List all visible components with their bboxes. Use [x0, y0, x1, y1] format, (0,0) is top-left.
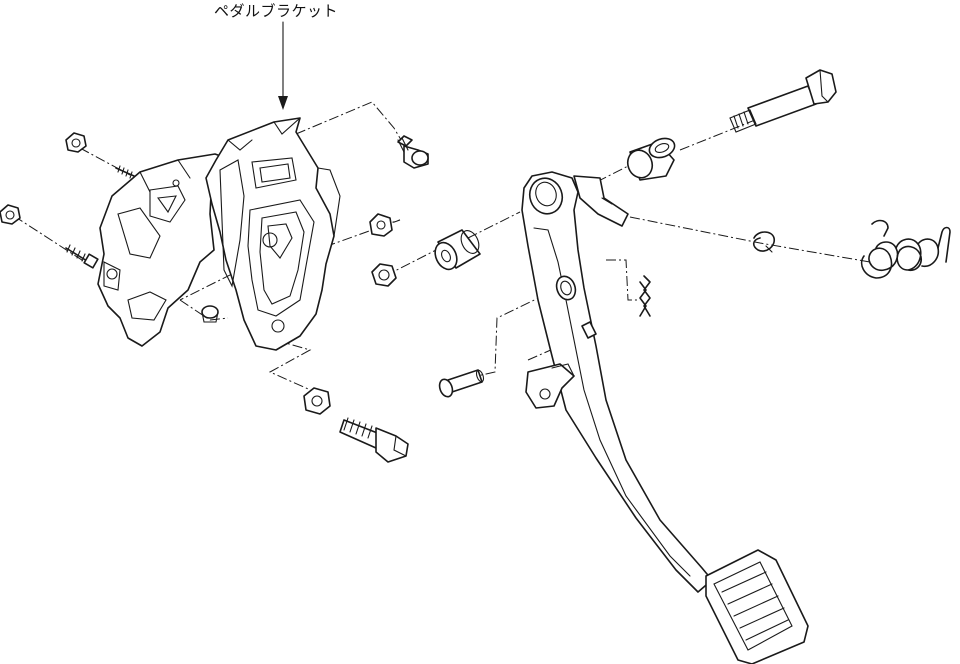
- snap-pin: [639, 275, 651, 317]
- callout-arrow: [278, 21, 288, 110]
- nut-mid: [369, 213, 393, 237]
- nut-pivot: [371, 263, 397, 287]
- clevis-pin: [438, 369, 485, 398]
- bracket-nut-upper: [65, 132, 87, 153]
- pedal-bracket-label: ペダルブラケット: [214, 2, 339, 20]
- stopper-bolt: [339, 417, 409, 463]
- bracket-nut-lower: [0, 204, 21, 225]
- flange-bolt-top: [397, 135, 429, 169]
- spring-clip: [752, 231, 776, 253]
- bracket-stud-upper: [115, 165, 135, 179]
- bracket-stud-lower: [65, 244, 99, 269]
- pedal-bracket: [97, 117, 341, 351]
- return-spring: [860, 219, 951, 279]
- pedal-pad: [705, 549, 809, 664]
- nut-lower: [303, 387, 331, 415]
- pedal-shaft-bolt: [729, 69, 837, 133]
- brake-pedal-arm: [521, 171, 713, 593]
- pedal-collar: [626, 137, 676, 181]
- pivot-bushing: [434, 229, 481, 271]
